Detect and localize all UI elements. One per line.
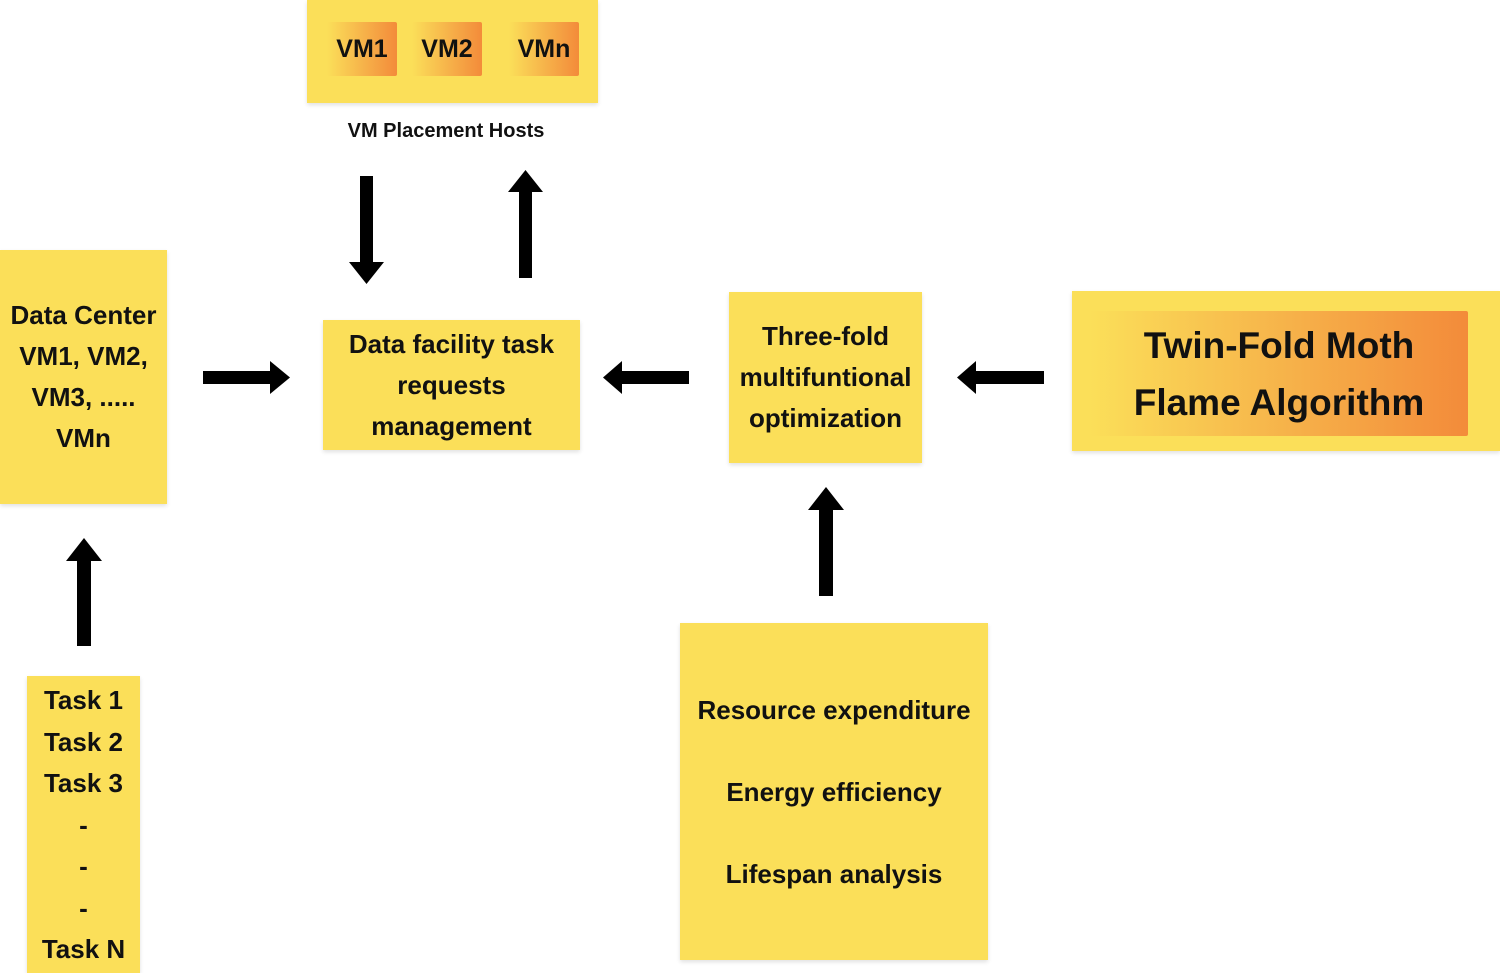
vm-chip-vm2: VM2 bbox=[412, 22, 482, 76]
optimization-line: optimization bbox=[748, 403, 903, 433]
task-item: - bbox=[79, 851, 88, 881]
twin-fold-moth-flame-algorithm-box: Twin-Fold Moth Flame Algorithm bbox=[1090, 311, 1468, 436]
arrow-left-algorithm-to-optimization bbox=[957, 361, 1044, 394]
optimization-line: Three-fold bbox=[761, 321, 890, 351]
task-item: Task 3 bbox=[43, 768, 123, 798]
objective-item: Energy efficiency bbox=[726, 776, 942, 807]
optimization-line: multifuntional bbox=[739, 362, 912, 392]
task-item: Task 1 bbox=[43, 685, 123, 715]
data-center-line: VM3, ..... bbox=[31, 382, 136, 412]
task-management-line: management bbox=[371, 410, 532, 441]
vm-placement-hosts-caption: VM Placement Hosts bbox=[347, 120, 545, 142]
task-item: Task N bbox=[41, 934, 126, 964]
data-center-line: VM1, VM2, bbox=[19, 341, 148, 371]
vm-chip-vmn: VMn bbox=[509, 22, 579, 76]
vm-placement-hosts-box: VM1 VM2 VMn bbox=[307, 0, 598, 103]
arrow-left-optimization-to-management bbox=[603, 361, 689, 394]
objective-item: Resource expenditure bbox=[697, 694, 971, 725]
tasks-box: Task 1 Task 2 Task 3 - - - Task N bbox=[27, 676, 140, 973]
task-management-line: Data facility task bbox=[348, 328, 555, 359]
objective-item: Lifespan analysis bbox=[725, 858, 943, 889]
algorithm-line: Flame Algorithm bbox=[1133, 381, 1425, 423]
arrow-up-objectives-to-optimization bbox=[808, 487, 844, 596]
task-item: Task 2 bbox=[43, 726, 123, 757]
task-item: - bbox=[79, 892, 88, 923]
data-center-box: Data Center VM1, VM2, VM3, ..... VMn bbox=[0, 250, 167, 504]
vm-chip-vm1: VM1 bbox=[327, 22, 397, 76]
task-item: - bbox=[79, 809, 88, 840]
arrow-up-management-to-hosts bbox=[508, 170, 543, 278]
arrow-up-tasks-to-datacenter bbox=[66, 538, 102, 646]
data-center-line: Data Center bbox=[10, 300, 157, 330]
arrow-right-datacenter-to-management bbox=[203, 361, 290, 394]
task-requests-management-box: Data facility task requests management bbox=[323, 320, 580, 450]
objectives-box: Resource expenditure Energy efficiency L… bbox=[680, 623, 988, 960]
algorithm-line: Twin-Fold Moth bbox=[1143, 324, 1415, 366]
arrow-down-hosts-to-management bbox=[349, 176, 384, 284]
data-center-line: VMn bbox=[56, 423, 111, 453]
three-fold-optimization-box: Three-fold multifuntional optimization bbox=[729, 292, 922, 463]
task-management-line: requests bbox=[397, 369, 506, 400]
